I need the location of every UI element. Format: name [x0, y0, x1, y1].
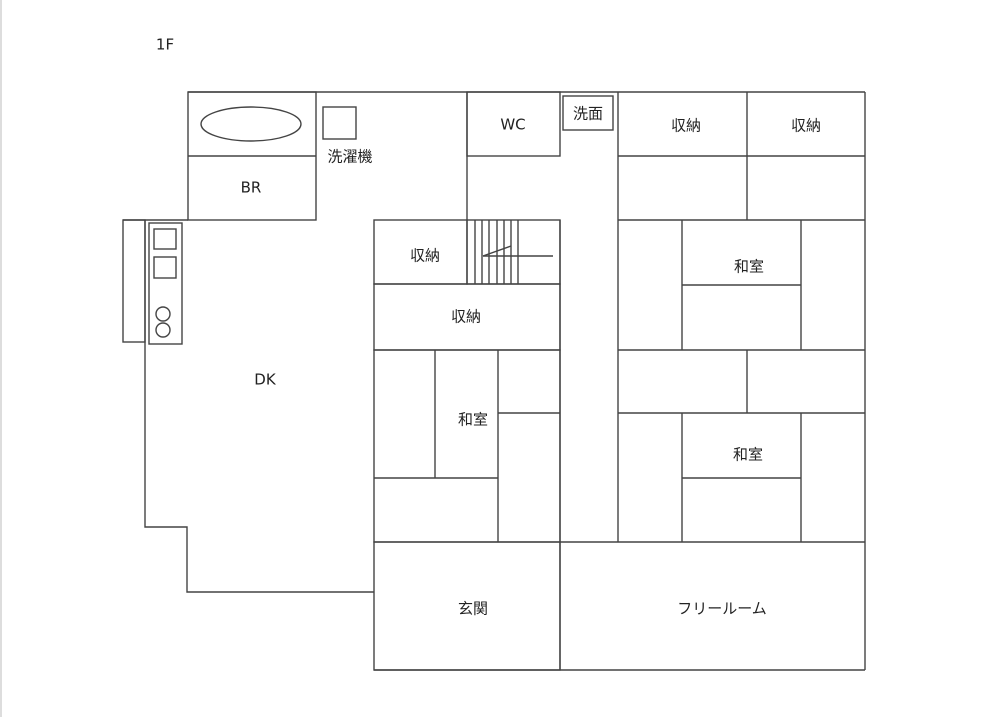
- stair-treads: [474, 220, 553, 284]
- label-entrance: 玄関: [458, 600, 488, 618]
- page-edge: [0, 0, 2, 717]
- label-washroom: 洗面: [573, 105, 603, 123]
- kitchen-counter: [122, 219, 146, 343]
- label-wc: WC: [500, 116, 525, 134]
- label-free-room: フリールーム: [677, 600, 767, 618]
- label-storage-stairs: 収納: [410, 247, 440, 265]
- walls: [122, 91, 866, 671]
- wc-room: [466, 91, 561, 157]
- washroom-sink: [562, 95, 614, 131]
- bathtub: [200, 106, 302, 142]
- stove: [148, 222, 183, 345]
- label-japanese-right-lower: 和室: [733, 446, 763, 464]
- label-bath: BR: [241, 179, 262, 197]
- label-storage-top-2: 収納: [791, 117, 821, 135]
- floor-label: 1F: [156, 36, 174, 54]
- label-washing-machine: 洗濯機: [327, 148, 372, 166]
- stairs: [466, 219, 561, 285]
- washing-machine: [322, 106, 357, 140]
- label-japanese-right-upper: 和室: [734, 258, 764, 276]
- label-storage-mid: 収納: [451, 308, 481, 326]
- label-dk: DK: [254, 371, 277, 389]
- label-storage-top-1: 収納: [671, 117, 701, 135]
- label-japanese-left: 和室: [458, 411, 488, 429]
